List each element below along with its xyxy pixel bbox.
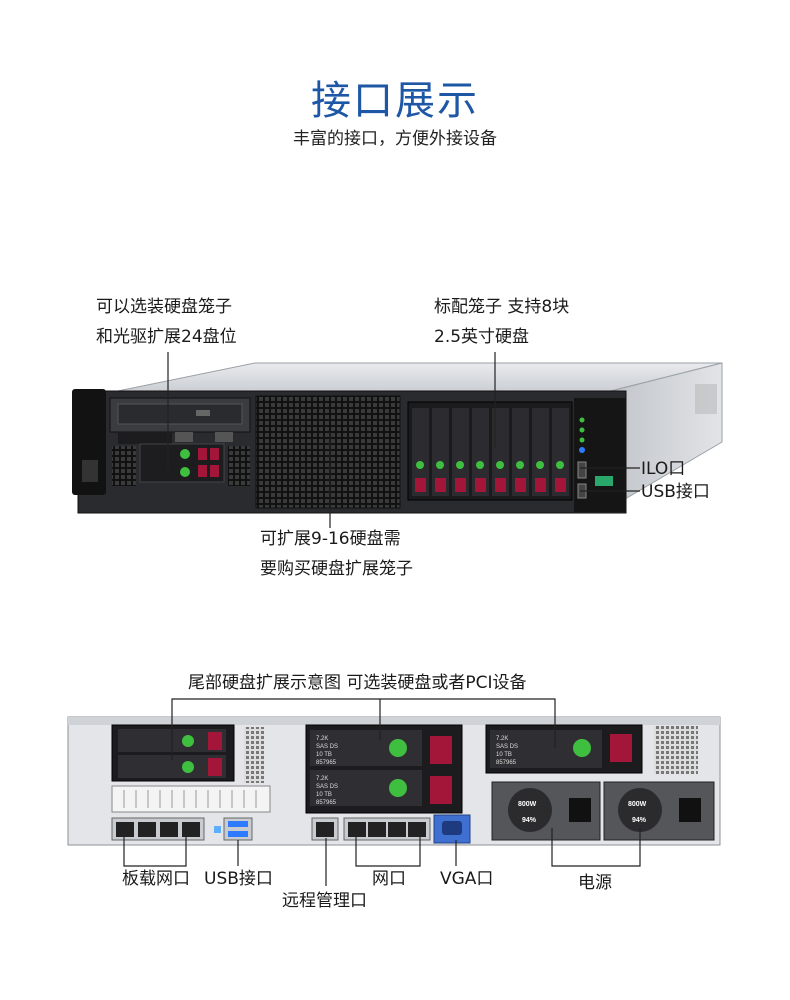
- callout-optional-cage-line2: 和光驱扩展24盘位: [96, 327, 237, 347]
- drive-label-cap: 7.2K: [316, 736, 328, 742]
- callout-optional-cage-line1: 可以选装硬盘笼子: [96, 297, 232, 317]
- label-ilo: ILO口: [641, 459, 686, 479]
- drive-label-pn: 857965: [316, 760, 337, 766]
- label-onboard-nic: 板载网口: [122, 869, 190, 889]
- drive-label-size: 10 TB: [316, 792, 332, 798]
- label-network-ports: 网口: [372, 869, 406, 889]
- vga-port-block: [433, 814, 471, 844]
- drive-label-pn: 857965: [316, 800, 337, 806]
- callout-standard-cage-line1: 标配笼子 支持8块: [434, 297, 570, 317]
- page-subtitle: 丰富的接口，方便外接设备: [293, 129, 497, 149]
- callout-expansion-line1: 可扩展9-16硬盘需: [260, 529, 401, 549]
- rear-drive-labels: 7.2K SAS DS 10 TB 857965 7.2K SAS DS 10 …: [316, 736, 518, 806]
- callout-optional-cage: 可以选装硬盘笼子 和光驱扩展24盘位: [96, 292, 237, 352]
- drive-label-cap: 7.2K: [316, 776, 328, 782]
- label-vga: VGA口: [440, 869, 494, 889]
- drive-label-size: 10 TB: [316, 752, 332, 758]
- psu-eff: 94%: [522, 817, 537, 824]
- callout-expansion-line2: 要购买硬盘扩展笼子: [260, 559, 413, 579]
- front-callout-lines: [167, 352, 640, 528]
- drive-label-pn: 857965: [496, 760, 517, 766]
- psu-watts: 800W: [628, 801, 647, 808]
- center-expansion-mesh: [255, 395, 401, 509]
- psu-labels: 800W 94% 800W 94%: [518, 801, 647, 824]
- label-rear-usb: USB接口: [204, 869, 273, 889]
- callout-rear-expansion: 尾部硬盘扩展示意图 可选装硬盘或者PCI设备: [188, 673, 527, 693]
- psu-eff: 94%: [632, 817, 647, 824]
- psu-watts: 800W: [518, 801, 537, 808]
- label-remote-mgmt: 远程管理口: [282, 891, 367, 911]
- page-title: 接口展示: [311, 78, 479, 124]
- label-power-supply: 电源: [578, 873, 612, 893]
- onboard-nic-block: [111, 817, 205, 841]
- label-front-usb: USB接口: [641, 482, 710, 502]
- drive-label-type: SAS DS: [316, 784, 338, 790]
- callout-expansion: 可扩展9-16硬盘需 要购买硬盘扩展笼子: [260, 524, 413, 584]
- callout-standard-cage-line2: 2.5英寸硬盘: [434, 327, 530, 347]
- drive-label-cap: 7.2K: [496, 736, 508, 742]
- rear-callout-lines: [123, 698, 641, 886]
- drive-bays: [412, 408, 569, 496]
- drive-label-type: SAS DS: [316, 744, 338, 750]
- drive-label-size: 10 TB: [496, 752, 512, 758]
- callout-standard-cage: 标配笼子 支持8块 2.5英寸硬盘: [434, 292, 569, 352]
- drive-label-type: SAS DS: [496, 744, 518, 750]
